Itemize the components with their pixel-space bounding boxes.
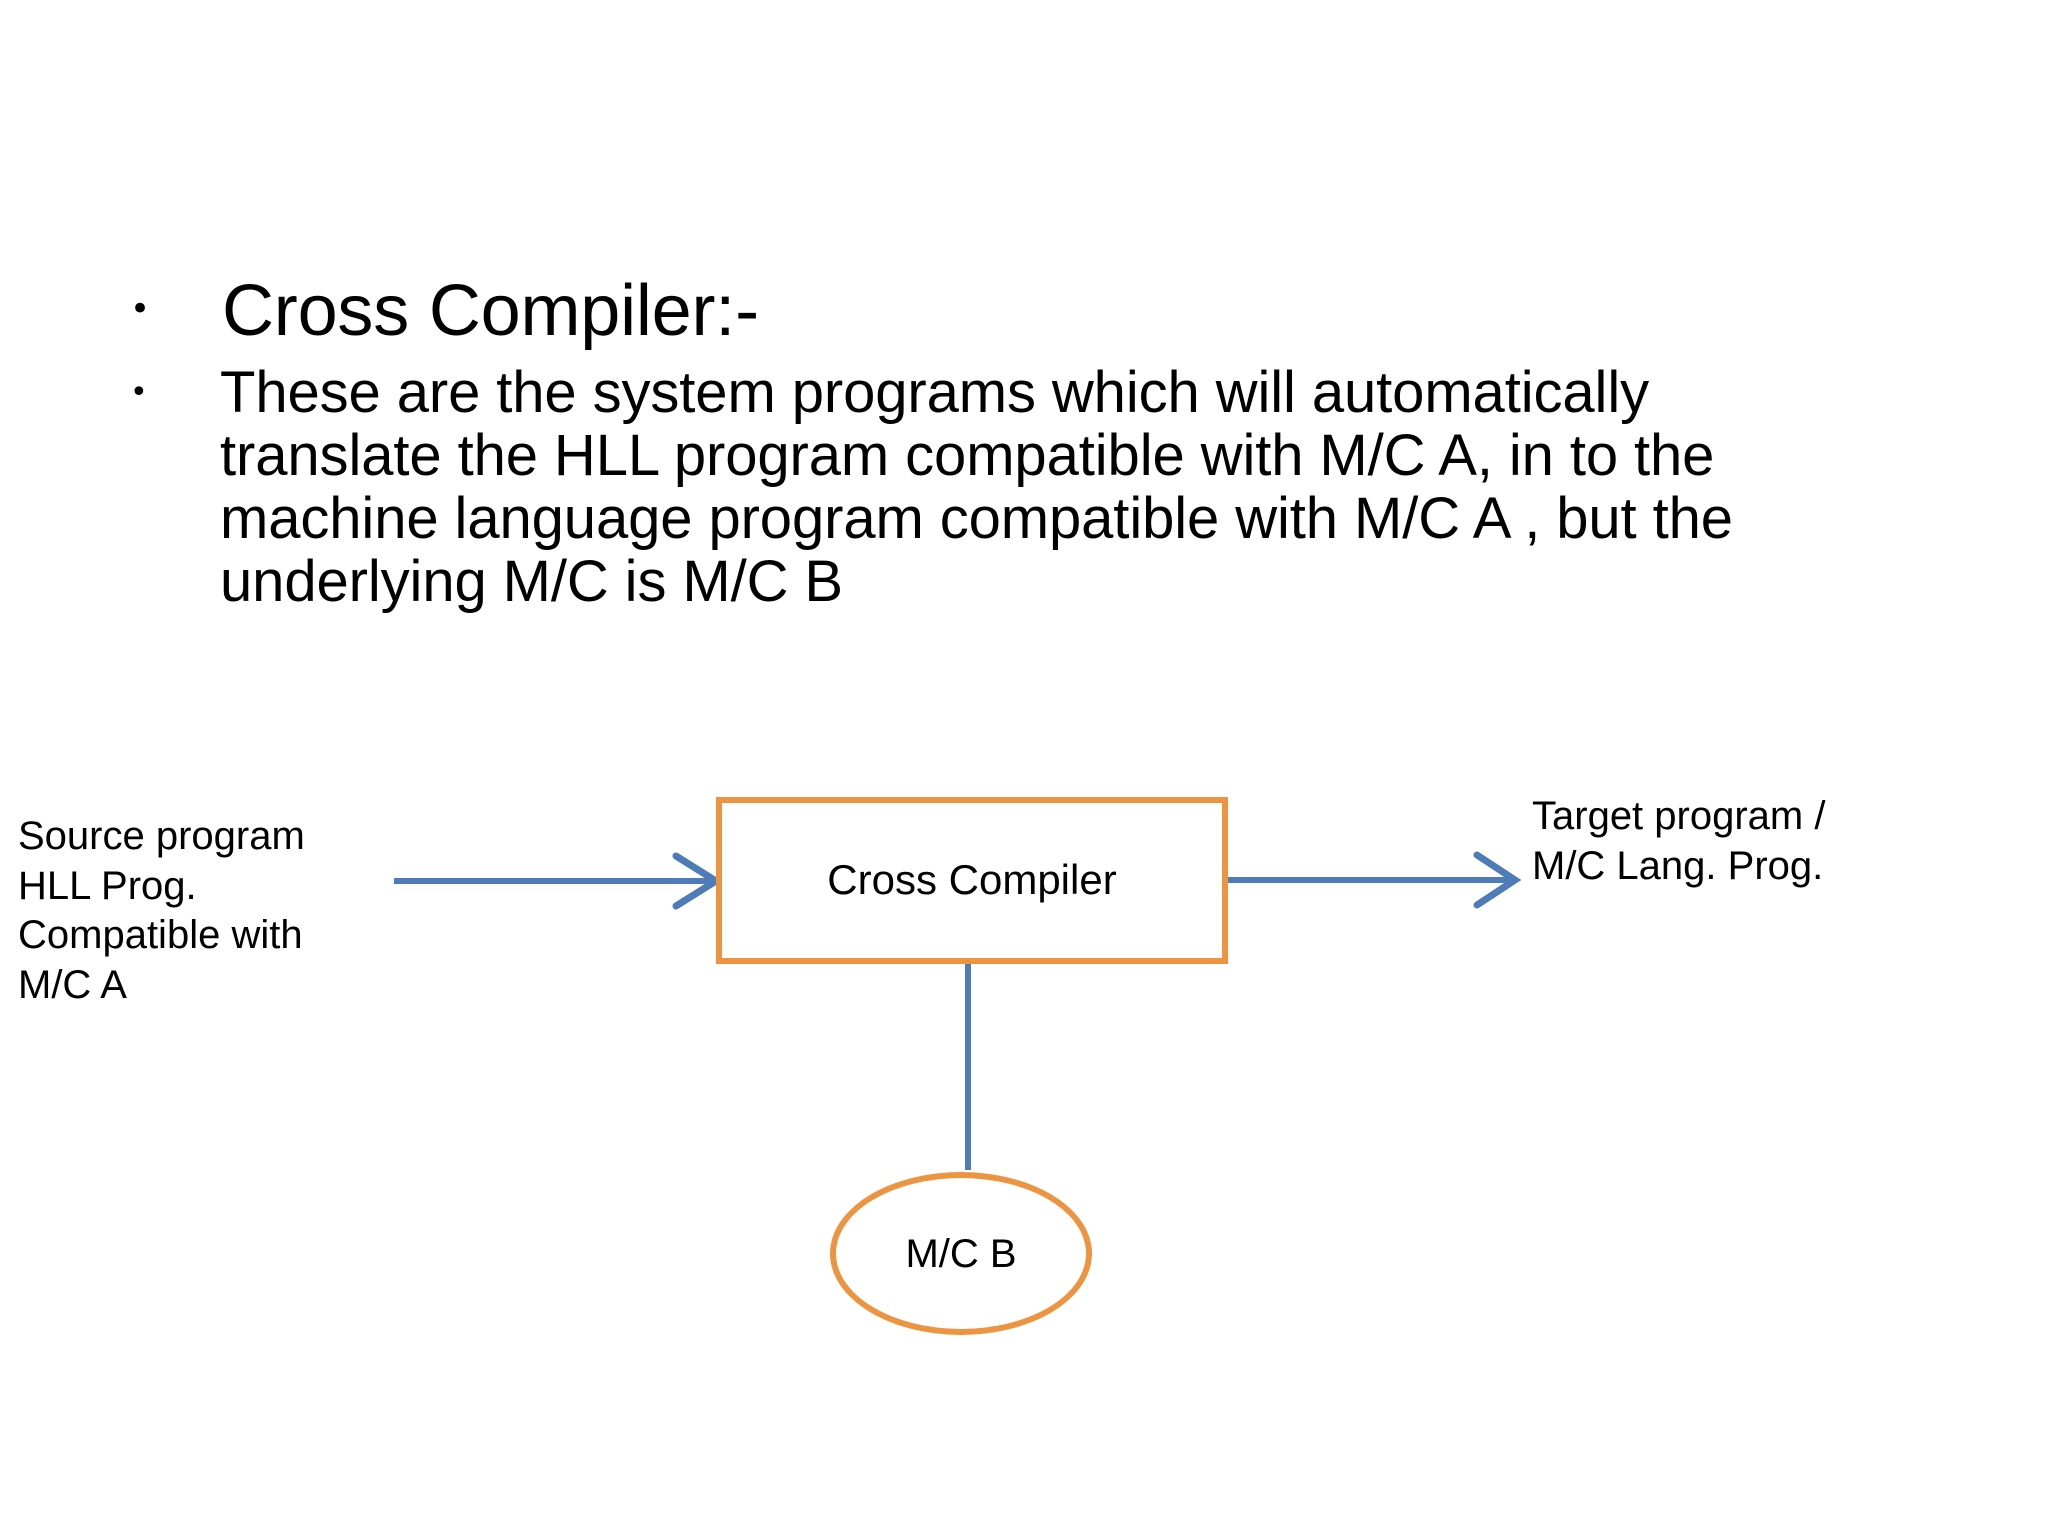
target-program-label: Target program / M/C Lang. Prog. [1532,794,1826,888]
input-arrow [394,852,723,910]
cross-compiler-box[interactable]: Cross Compiler [716,797,1228,964]
machine-b-label: M/C B [905,1231,1017,1276]
output-arrow [1228,851,1522,909]
body-paragraph: These are the system programs which will… [220,360,1733,614]
cross-compiler-box-label: Cross Compiler [827,856,1117,904]
title-bullet-row: • Cross Compiler:- [130,270,1930,352]
bullet-point-icon: • [130,375,148,411]
paragraph-bullet-row: • These are the system programs which wi… [130,360,1930,614]
slide-text-block: • Cross Compiler:- • These are the syste… [130,270,1930,614]
source-program-label: Source program HLL Prog. Compatible with… [18,814,305,1007]
page-title: Cross Compiler:- [222,271,759,351]
bullet-point-icon: • [130,289,151,329]
machine-b-ellipse[interactable]: M/C B [830,1172,1092,1335]
